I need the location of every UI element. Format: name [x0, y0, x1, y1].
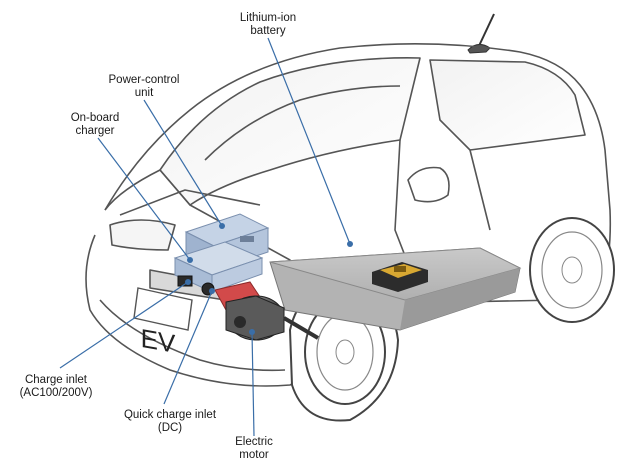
battery-pack: [269, 247, 522, 331]
label-line: Charge inlet: [24, 374, 87, 386]
label-line: (AC100/200V): [19, 387, 93, 399]
label-line: unit: [134, 87, 154, 99]
electric-motor: [214, 281, 320, 341]
label-line: (DC): [157, 422, 183, 434]
label-line: Electric: [235, 436, 273, 448]
label-line: On-board: [70, 112, 120, 124]
ev-plate-text: EV: [141, 323, 176, 359]
label-quick-charge-inlet: Quick charge inlet (DC): [112, 409, 228, 435]
label-line: Lithium-ion: [239, 12, 297, 24]
label-line: battery: [250, 25, 286, 37]
power-electronics: [173, 213, 270, 293]
label-electric-motor: Electric motor: [222, 436, 286, 462]
label-line: Quick charge inlet: [123, 409, 217, 421]
label-on-board-charger: On-board charger: [56, 112, 134, 138]
label-lithium-ion-battery: Lithium-ion battery: [226, 12, 310, 38]
label-line: Power-control: [108, 74, 180, 86]
label-charge-inlet: Charge inlet (AC100/200V): [8, 374, 104, 400]
label-line: motor: [239, 449, 269, 461]
leader-endpoints: [185, 223, 353, 335]
label-line: charger: [75, 125, 115, 137]
leader-lines: [59, 37, 351, 437]
rear-wheel: [529, 217, 615, 323]
label-power-control-unit: Power-control unit: [96, 74, 192, 100]
ev-plate: EV: [133, 287, 193, 359]
